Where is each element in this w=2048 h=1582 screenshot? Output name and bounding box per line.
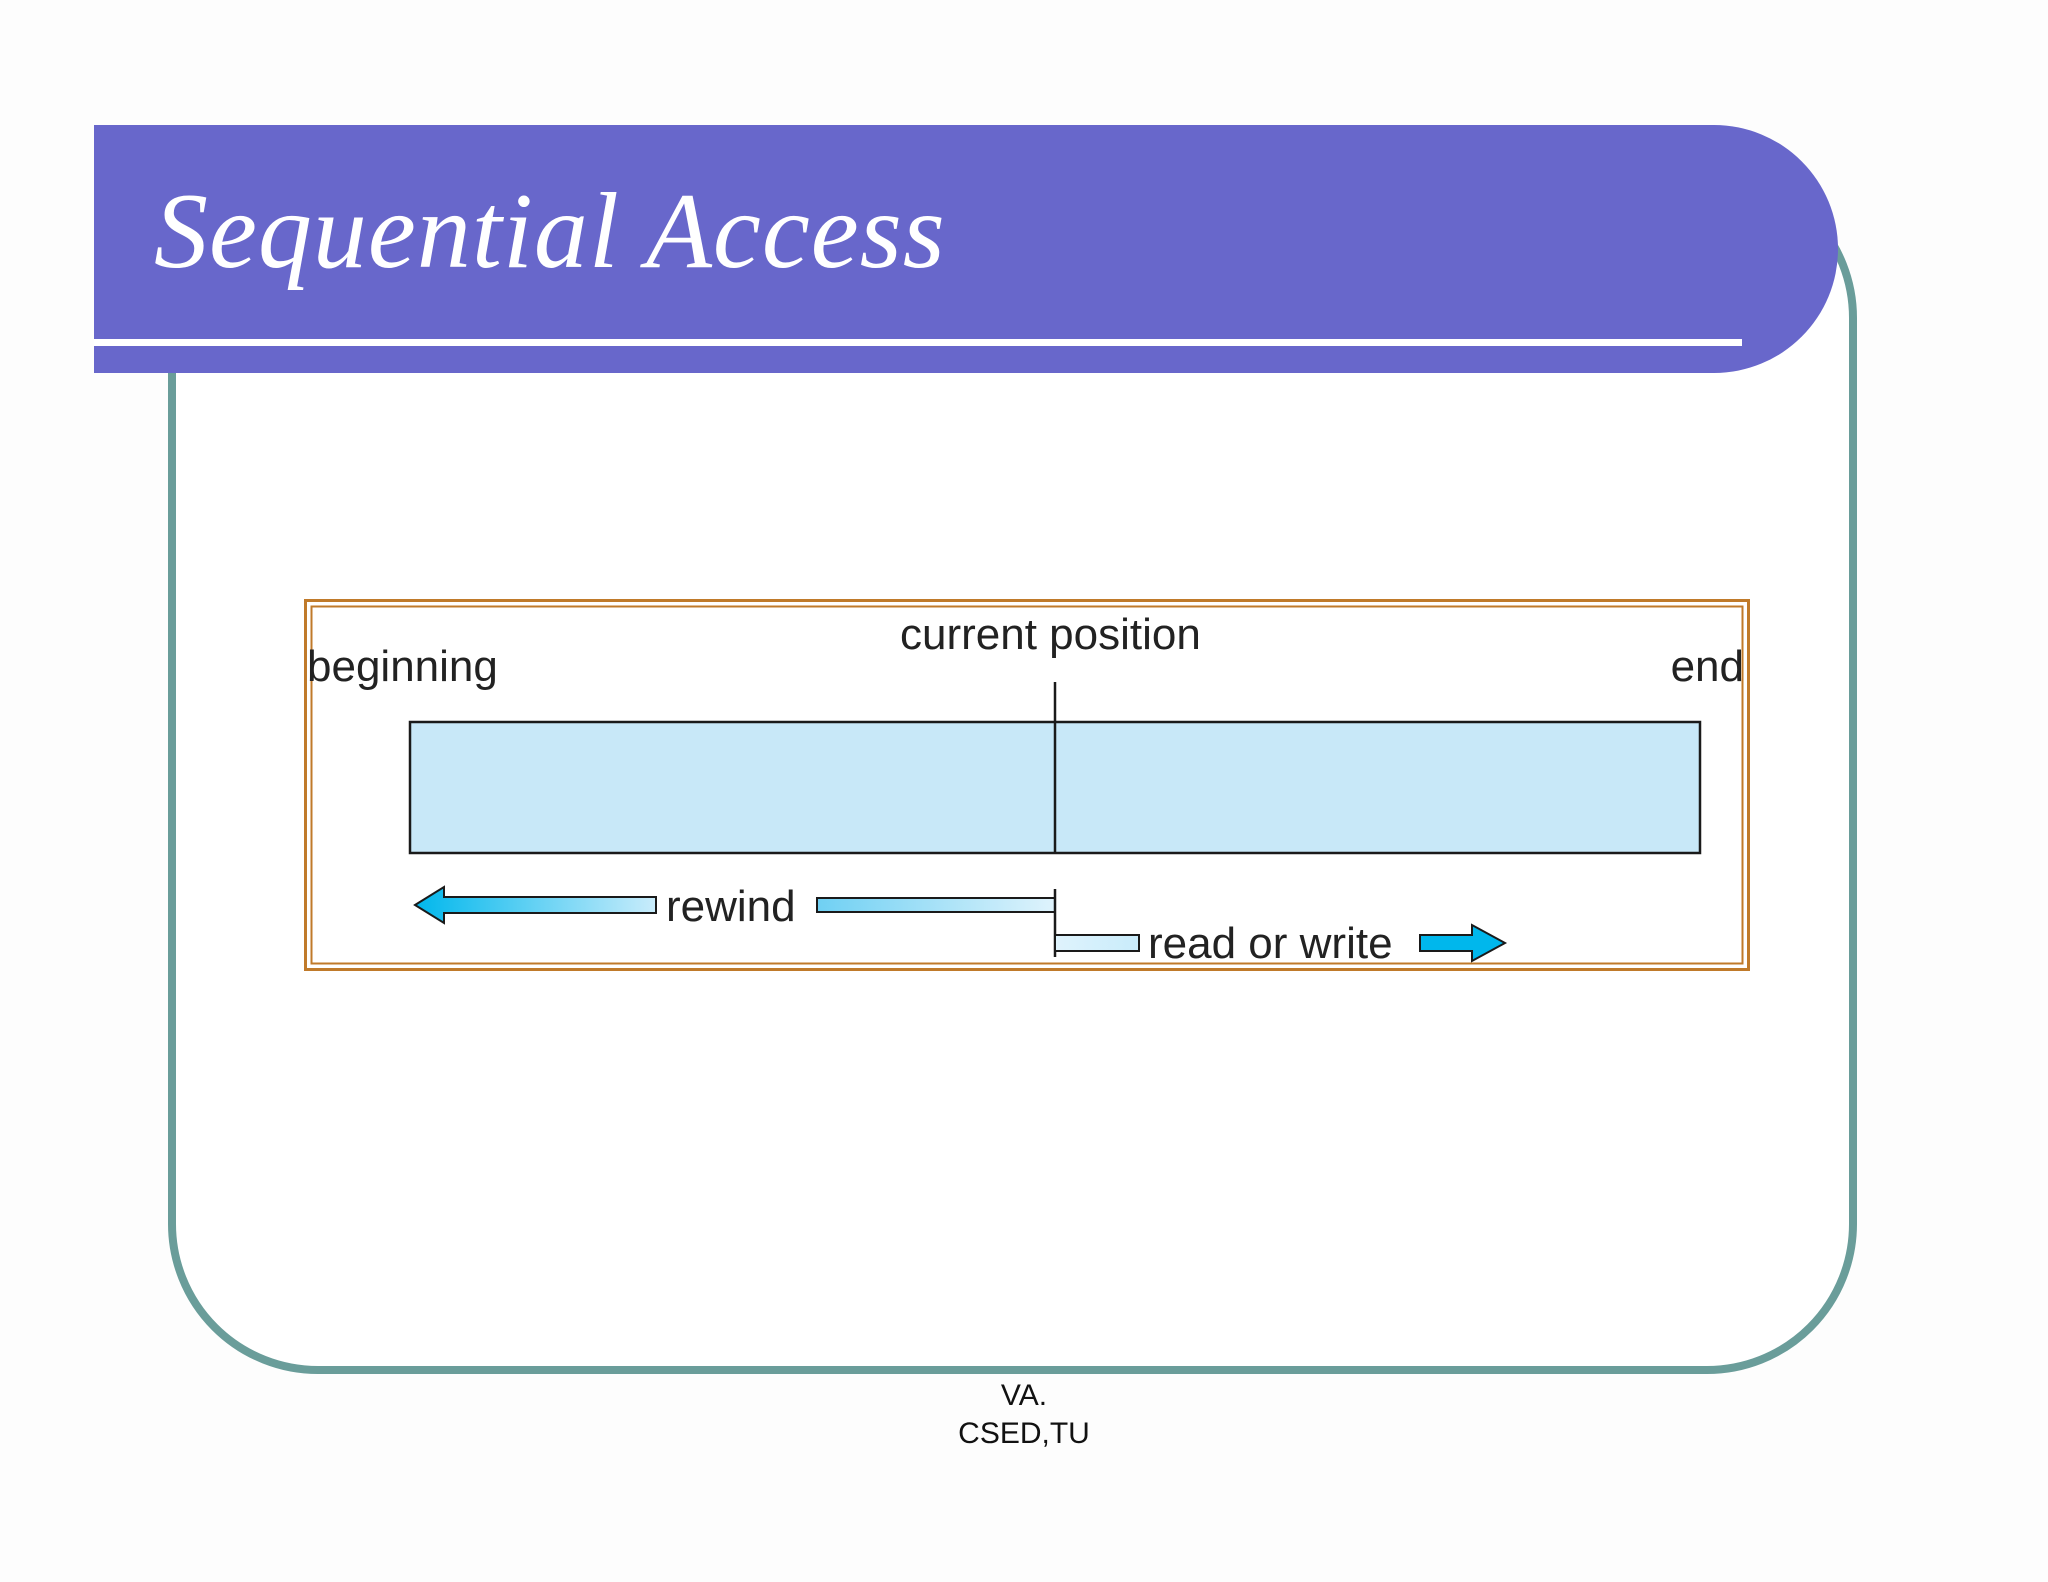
label-rewind: rewind [666, 882, 796, 931]
label-current-position: current position [900, 610, 1201, 659]
footer-author: VA. [1000, 1379, 1048, 1412]
rewind-arrow-icon [413, 885, 657, 925]
rewind-tail [816, 897, 1056, 913]
sequential-access-diagram: beginning current position end rewind re… [304, 599, 1750, 971]
title-bar [94, 125, 1838, 373]
label-read-or-write: read or write [1148, 919, 1393, 968]
label-end: end [1671, 642, 1744, 691]
title-underline [94, 339, 1742, 346]
read-write-tail [1054, 934, 1140, 952]
read-write-arrow-icon [1419, 923, 1508, 963]
label-beginning: beginning [307, 642, 498, 691]
footer-department: CSED,TU [958, 1417, 1090, 1450]
slide-title: Sequential Access [154, 172, 946, 291]
figure-inner-border [310, 605, 1744, 965]
